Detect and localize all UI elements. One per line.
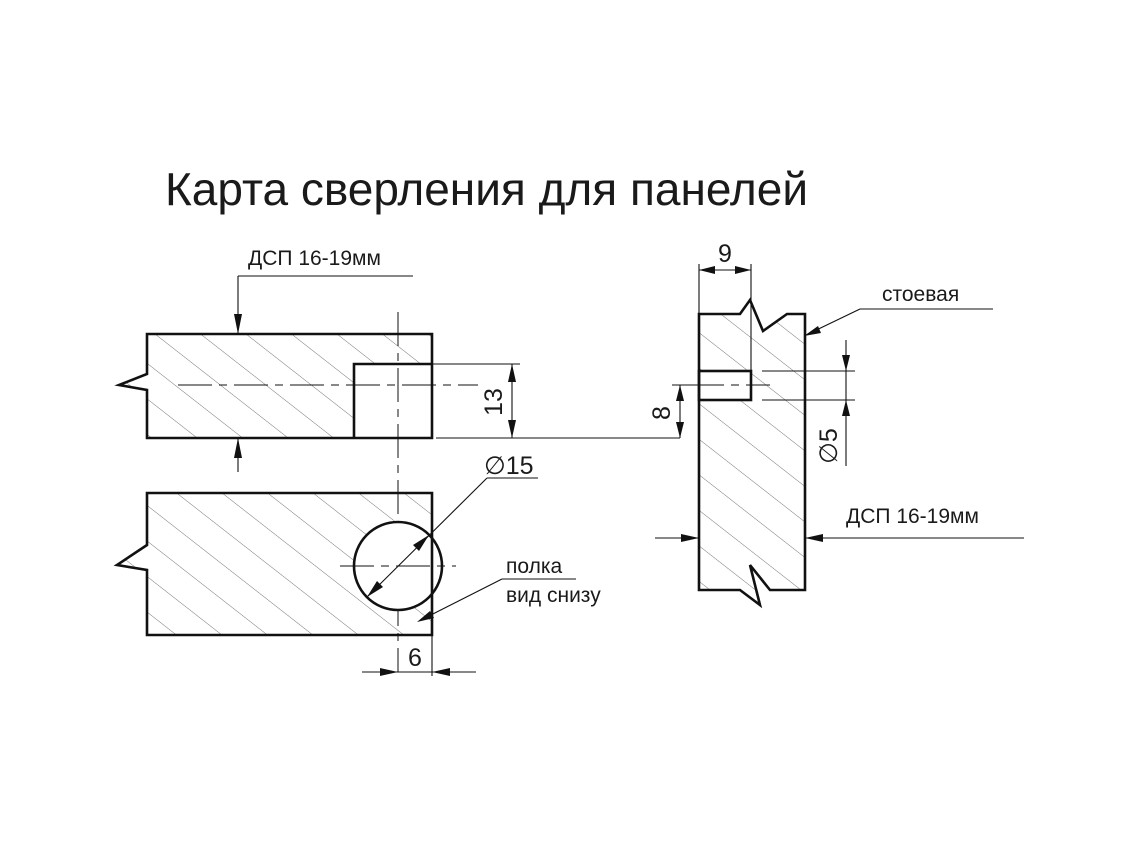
- upright-height-dimension: 8: [648, 384, 699, 438]
- shelf-thickness-callout: ДСП 16-19мм: [234, 247, 413, 472]
- chipboard-shelf-label: ДСП 16-19мм: [248, 247, 381, 270]
- edge-offset-value: 6: [408, 644, 422, 672]
- shelf-bottom-view: [113, 491, 456, 637]
- hole-diameter-dimension: ∅15: [366, 452, 538, 598]
- hole-offset-dimension: 13: [432, 363, 680, 439]
- chipboard-upright-label: ДСП 16-19мм: [846, 505, 979, 528]
- upright-panel: [690, 297, 807, 609]
- hole-offset-value: 13: [480, 388, 508, 416]
- upright-thickness-callout: ДСП 16-19мм: [655, 505, 1024, 542]
- upright-callout: стоевая: [804, 283, 993, 336]
- shelf-side-view: [114, 332, 478, 440]
- bottom-view-label: вид снизу: [506, 584, 601, 607]
- edge-offset-dimension: 6: [362, 635, 476, 676]
- hole-diameter-value: ∅15: [484, 452, 534, 480]
- page-title: Карта сверления для панелей: [165, 163, 808, 215]
- shelf-callout: полка вид снизу: [417, 555, 601, 622]
- pin-diameter-dimension: ∅5: [762, 340, 855, 466]
- upright-depth-dimension: 9: [698, 240, 752, 371]
- upright-label: стоевая: [882, 283, 959, 306]
- pin-diameter-value: ∅5: [815, 428, 843, 464]
- shelf-label: полка: [506, 555, 562, 578]
- upright-depth-value: 9: [718, 240, 732, 268]
- upright-height-value: 8: [648, 406, 676, 420]
